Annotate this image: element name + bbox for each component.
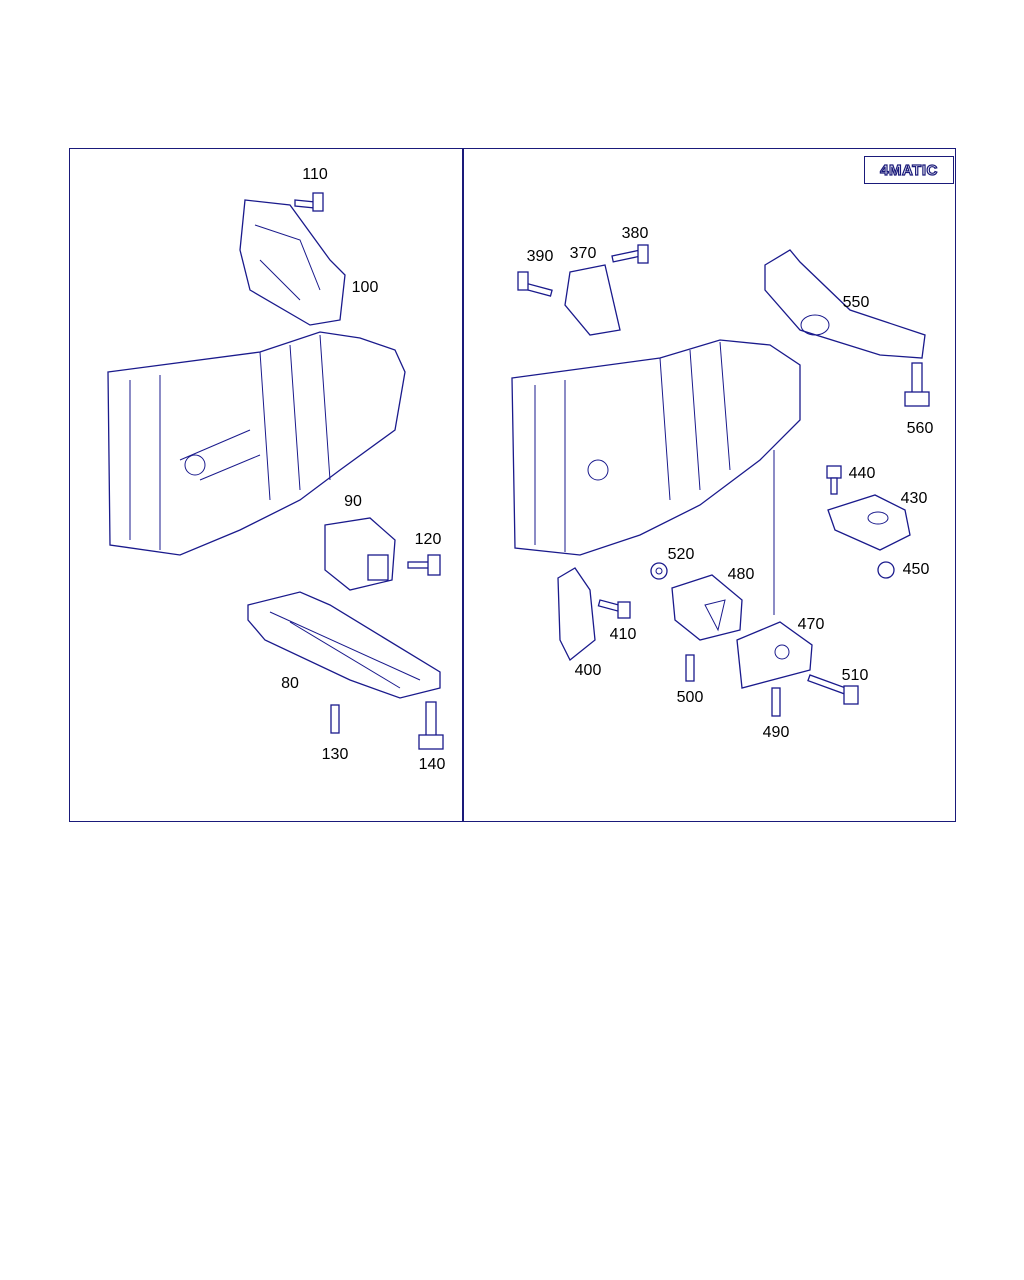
bolt-110	[294, 192, 324, 212]
callout-380: 380	[621, 225, 649, 242]
crossmember-550	[764, 249, 926, 359]
transmission-left	[107, 331, 406, 556]
bolt-560	[904, 362, 930, 407]
washer-520	[650, 562, 668, 580]
4matic-badge: 4MATIC	[864, 156, 954, 184]
bolt-380	[611, 244, 649, 264]
callout-110: 110	[302, 166, 328, 183]
bracket-400	[557, 567, 596, 662]
callout-480: 480	[727, 566, 755, 583]
callout-560: 560	[906, 420, 934, 437]
panel-divider	[462, 148, 464, 822]
callout-450: 450	[902, 561, 930, 578]
bolt-440	[826, 465, 842, 495]
mount-470	[736, 621, 813, 689]
bolt-390	[517, 271, 553, 297]
nut-450	[877, 561, 895, 579]
bolt-130	[330, 704, 340, 734]
diagram-frame	[69, 148, 956, 822]
callout-440: 440	[848, 465, 876, 482]
mount-480	[671, 574, 743, 641]
bracket-370	[564, 264, 621, 336]
callout-510: 510	[841, 667, 869, 684]
crossmember-80	[247, 591, 441, 699]
callout-470: 470	[797, 616, 825, 633]
callout-100: 100	[351, 279, 379, 296]
callout-90: 90	[344, 493, 362, 510]
bracket-100	[239, 199, 346, 326]
callout-80: 80	[281, 675, 299, 692]
callout-550: 550	[842, 294, 870, 311]
bolt-140	[418, 701, 444, 750]
callout-120: 120	[414, 531, 442, 548]
callout-400: 400	[574, 662, 602, 679]
bolt-500	[685, 654, 695, 682]
callout-370: 370	[569, 245, 597, 262]
callout-500: 500	[676, 689, 704, 706]
bolt-490	[771, 687, 781, 717]
callout-490: 490	[762, 724, 790, 741]
bolt-120	[407, 554, 441, 576]
callout-140: 140	[418, 756, 446, 773]
callout-130: 130	[321, 746, 349, 763]
callout-390: 390	[526, 248, 554, 265]
mount-90	[324, 517, 396, 591]
callout-410: 410	[609, 626, 637, 643]
bolt-410	[597, 599, 631, 619]
transmission-right	[511, 339, 801, 615]
callout-430: 430	[900, 490, 928, 507]
mount-430	[827, 494, 911, 551]
callout-520: 520	[667, 546, 695, 563]
bolt-510	[807, 674, 859, 705]
